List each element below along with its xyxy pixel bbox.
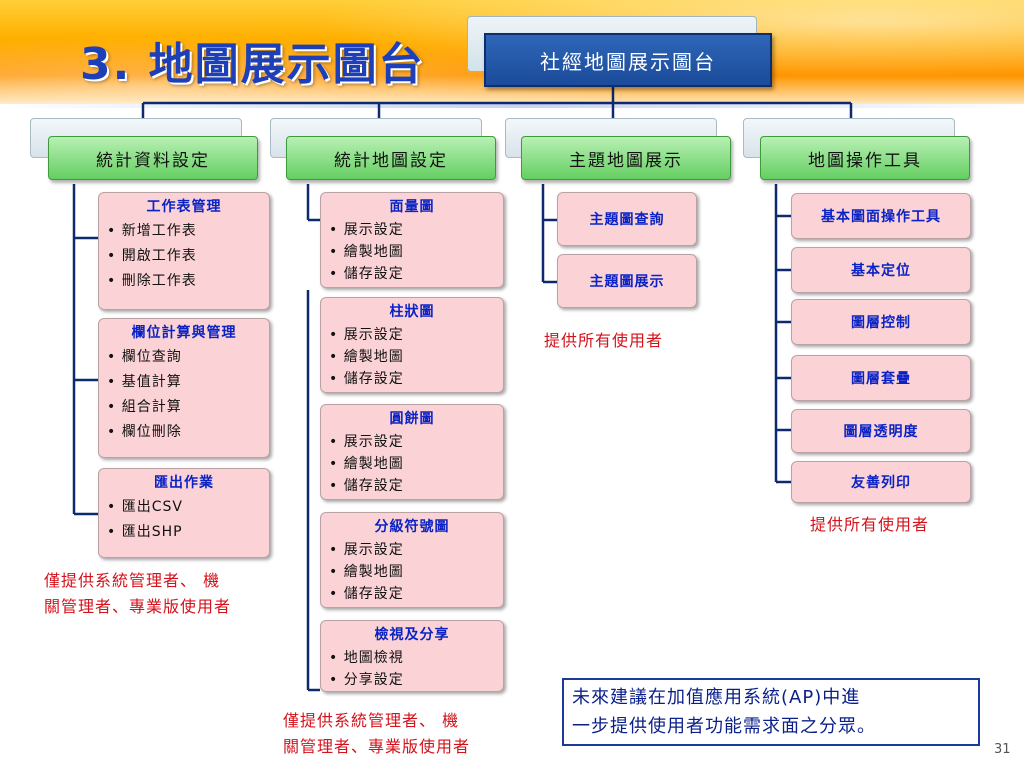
note-line: 關管理者、專業版使用者 — [283, 737, 471, 756]
note-line: 僅提供系統管理者、 機 — [283, 711, 460, 730]
future-suggestion-box: 未來建議在加值應用系統(AP)中進 一步提供使用者功能需求面之分眾。 — [562, 678, 980, 746]
col3-access-note: 提供所有使用者 — [544, 331, 664, 350]
header-rule — [0, 104, 1024, 108]
box-basic-positioning: 基本定位 — [791, 247, 971, 293]
page-number: 31 — [994, 742, 1011, 757]
list-item: 展示設定 — [329, 324, 495, 346]
box-title: 面量圖 — [389, 199, 435, 215]
box-title: 工作表管理 — [146, 199, 222, 215]
item-list: 欄位查詢 基值計算 組合計算 欄位刪除 — [107, 345, 261, 445]
list-item: 儲存設定 — [329, 475, 495, 497]
list-item: 儲存設定 — [329, 263, 495, 285]
box-title: 圓餅圖 — [389, 411, 435, 427]
box-basic-map-tools: 基本圖面操作工具 — [791, 193, 971, 239]
box-thematic-map-display: 主題圖展示 — [557, 254, 697, 308]
box-layer-overlay: 圖層套疊 — [791, 355, 971, 401]
box-friendly-print: 友善列印 — [791, 461, 971, 503]
list-item: 儲存設定 — [329, 368, 495, 390]
box-layer-control: 圖層控制 — [791, 299, 971, 345]
item-list: 新增工作表 開啟工作表 刪除工作表 — [107, 219, 261, 294]
root-node: 社經地圖展示圖台 — [484, 33, 772, 87]
list-item: 地圖檢視 — [329, 647, 495, 669]
box-field-calculation: 欄位計算與管理 欄位查詢 基值計算 組合計算 欄位刪除 — [98, 318, 270, 458]
item-list: 展示設定 繪製地圖 儲存設定 — [329, 324, 495, 390]
box-title: 檢視及分享 — [374, 627, 450, 643]
item-list: 展示設定 繪製地圖 儲存設定 — [329, 219, 495, 285]
category-statistical-map: 統計地圖設定 — [286, 136, 496, 180]
box-title: 分級符號圖 — [374, 519, 450, 535]
box-title: 柱狀圖 — [389, 304, 435, 320]
future-line: 一步提供使用者功能需求面之分眾。 — [572, 716, 876, 737]
list-item: 繪製地圖 — [329, 346, 495, 368]
note-line: 僅提供系統管理者、 機 — [44, 571, 221, 590]
item-list: 展示設定 繪製地圖 儲存設定 — [329, 431, 495, 497]
item-list: 地圖檢視 分享設定 — [329, 647, 495, 691]
col4-access-note: 提供所有使用者 — [810, 515, 930, 534]
list-item: 匯出SHP — [107, 520, 261, 545]
box-bar-chart-map: 柱狀圖 展示設定 繪製地圖 儲存設定 — [320, 297, 504, 393]
item-list: 展示設定 繪製地圖 儲存設定 — [329, 539, 495, 605]
list-item: 開啟工作表 — [107, 244, 261, 269]
category-statistical-data: 統計資料設定 — [48, 136, 258, 180]
category-map-tools: 地圖操作工具 — [760, 136, 970, 180]
list-item: 儲存設定 — [329, 583, 495, 605]
box-layer-transparency: 圖層透明度 — [791, 409, 971, 453]
list-item: 分享設定 — [329, 669, 495, 691]
list-item: 刪除工作表 — [107, 269, 261, 294]
box-title: 欄位計算與管理 — [131, 325, 237, 341]
box-title: 匯出作業 — [154, 475, 214, 491]
list-item: 繪製地圖 — [329, 453, 495, 475]
list-item: 繪製地圖 — [329, 561, 495, 583]
list-item: 基值計算 — [107, 370, 261, 395]
item-list: 匯出CSV 匯出SHP — [107, 495, 261, 545]
list-item: 欄位查詢 — [107, 345, 261, 370]
list-item: 新增工作表 — [107, 219, 261, 244]
box-view-and-share: 檢視及分享 地圖檢視 分享設定 — [320, 620, 504, 692]
list-item: 展示設定 — [329, 539, 495, 561]
list-item: 組合計算 — [107, 395, 261, 420]
future-line: 未來建議在加值應用系統(AP)中進 — [572, 687, 861, 708]
list-item: 展示設定 — [329, 219, 495, 241]
note-line: 關管理者、專業版使用者 — [44, 597, 232, 616]
list-item: 匯出CSV — [107, 495, 261, 520]
box-thematic-map-query: 主題圖查詢 — [557, 192, 697, 246]
box-pie-chart-map: 圓餅圖 展示設定 繪製地圖 儲存設定 — [320, 404, 504, 500]
category-thematic-map: 主題地圖展示 — [521, 136, 731, 180]
box-graduated-symbol-map: 分級符號圖 展示設定 繪製地圖 儲存設定 — [320, 512, 504, 608]
list-item: 欄位刪除 — [107, 420, 261, 445]
col2-access-note: 僅提供系統管理者、 機 關管理者、專業版使用者 — [283, 708, 470, 760]
col1-access-note: 僅提供系統管理者、 機 關管理者、專業版使用者 — [44, 568, 231, 620]
box-choropleth-map: 面量圖 展示設定 繪製地圖 儲存設定 — [320, 192, 504, 288]
box-worksheet-management: 工作表管理 新增工作表 開啟工作表 刪除工作表 — [98, 192, 270, 310]
list-item: 展示設定 — [329, 431, 495, 453]
box-export: 匯出作業 匯出CSV 匯出SHP — [98, 468, 270, 558]
list-item: 繪製地圖 — [329, 241, 495, 263]
slide-title: 3. 地圖展示圖台 — [80, 39, 425, 90]
